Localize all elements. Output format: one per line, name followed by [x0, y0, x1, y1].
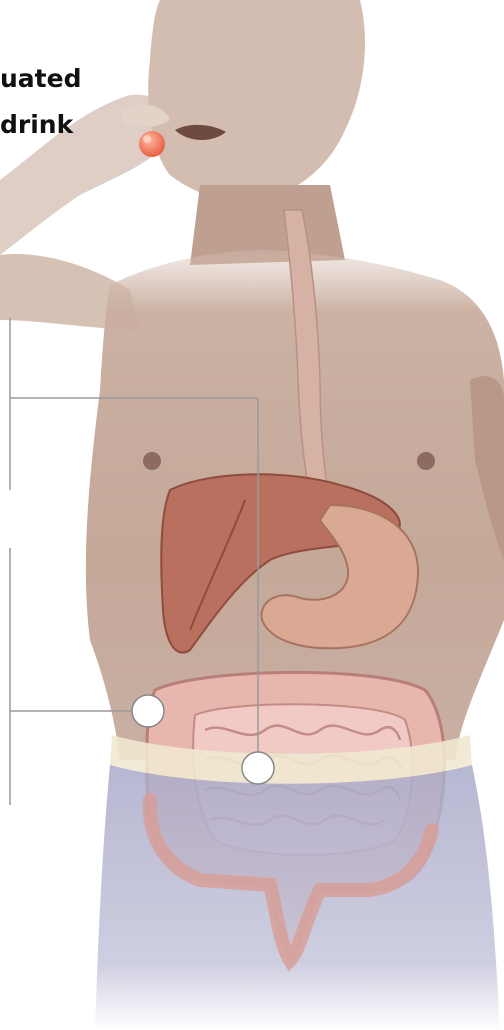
right-nipple [417, 452, 435, 470]
left-nipple [143, 452, 161, 470]
caption-line-1: uated [0, 56, 81, 102]
head [148, 0, 365, 201]
pill-icon [139, 131, 165, 157]
caption-line-2: drink [0, 102, 81, 148]
callout-marker-small-intestine[interactable] [242, 752, 274, 784]
callout-marker-colon[interactable] [132, 695, 164, 727]
caption: uated drink [0, 56, 81, 148]
